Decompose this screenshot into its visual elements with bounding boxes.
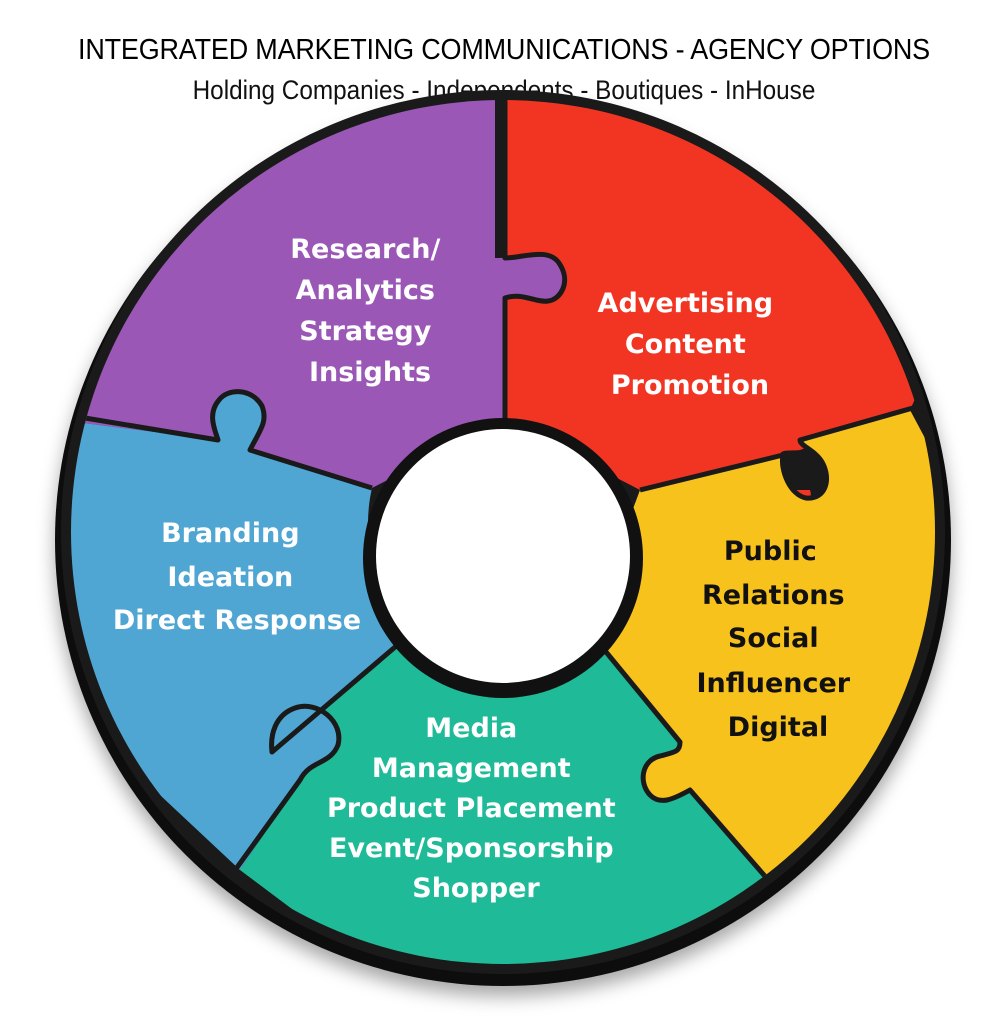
- segment-label-advertising: Advertising Content Promotion: [598, 288, 783, 401]
- segment-label-research: Research/ Analytics Strategy Insights: [290, 234, 450, 388]
- segment-media: [240, 630, 770, 964]
- label-line: Promotion: [611, 370, 769, 401]
- label-line: Influencer: [696, 668, 850, 699]
- segment-branding: [71, 391, 415, 870]
- label-line: Media: [425, 713, 517, 744]
- label-line: Direct Response: [113, 605, 361, 636]
- label-line: Social: [728, 623, 819, 654]
- segment-label-media: Media Management Product Placement Event…: [327, 713, 625, 904]
- label-line: Management: [372, 753, 571, 784]
- segment-label-public-relations: Public Relations Social Influencer Digit…: [696, 536, 859, 743]
- label-line: Advertising: [598, 288, 774, 319]
- label-line: Analytics: [296, 275, 435, 306]
- segment-dividers: [84, 100, 921, 907]
- label-line: Digital: [728, 712, 829, 743]
- label-line: Relations: [702, 580, 845, 611]
- page-title: INTEGRATED MARKETING COMMUNICATIONS - AG…: [78, 34, 930, 66]
- label-line: Public: [724, 536, 817, 567]
- label-line: Branding: [161, 518, 299, 549]
- label-line: Research/: [290, 234, 440, 265]
- label-line: Content: [625, 329, 746, 360]
- label-line: Shopper: [412, 873, 540, 904]
- label-line: Insights: [309, 357, 431, 388]
- center-hole: [376, 429, 630, 683]
- label-line: Event/Sponsorship: [329, 833, 614, 864]
- label-line: Strategy: [299, 316, 431, 347]
- label-line: Ideation: [167, 562, 293, 593]
- label-line: Product Placement: [327, 793, 616, 824]
- segment-label-branding: Branding Ideation Direct Response: [113, 518, 361, 636]
